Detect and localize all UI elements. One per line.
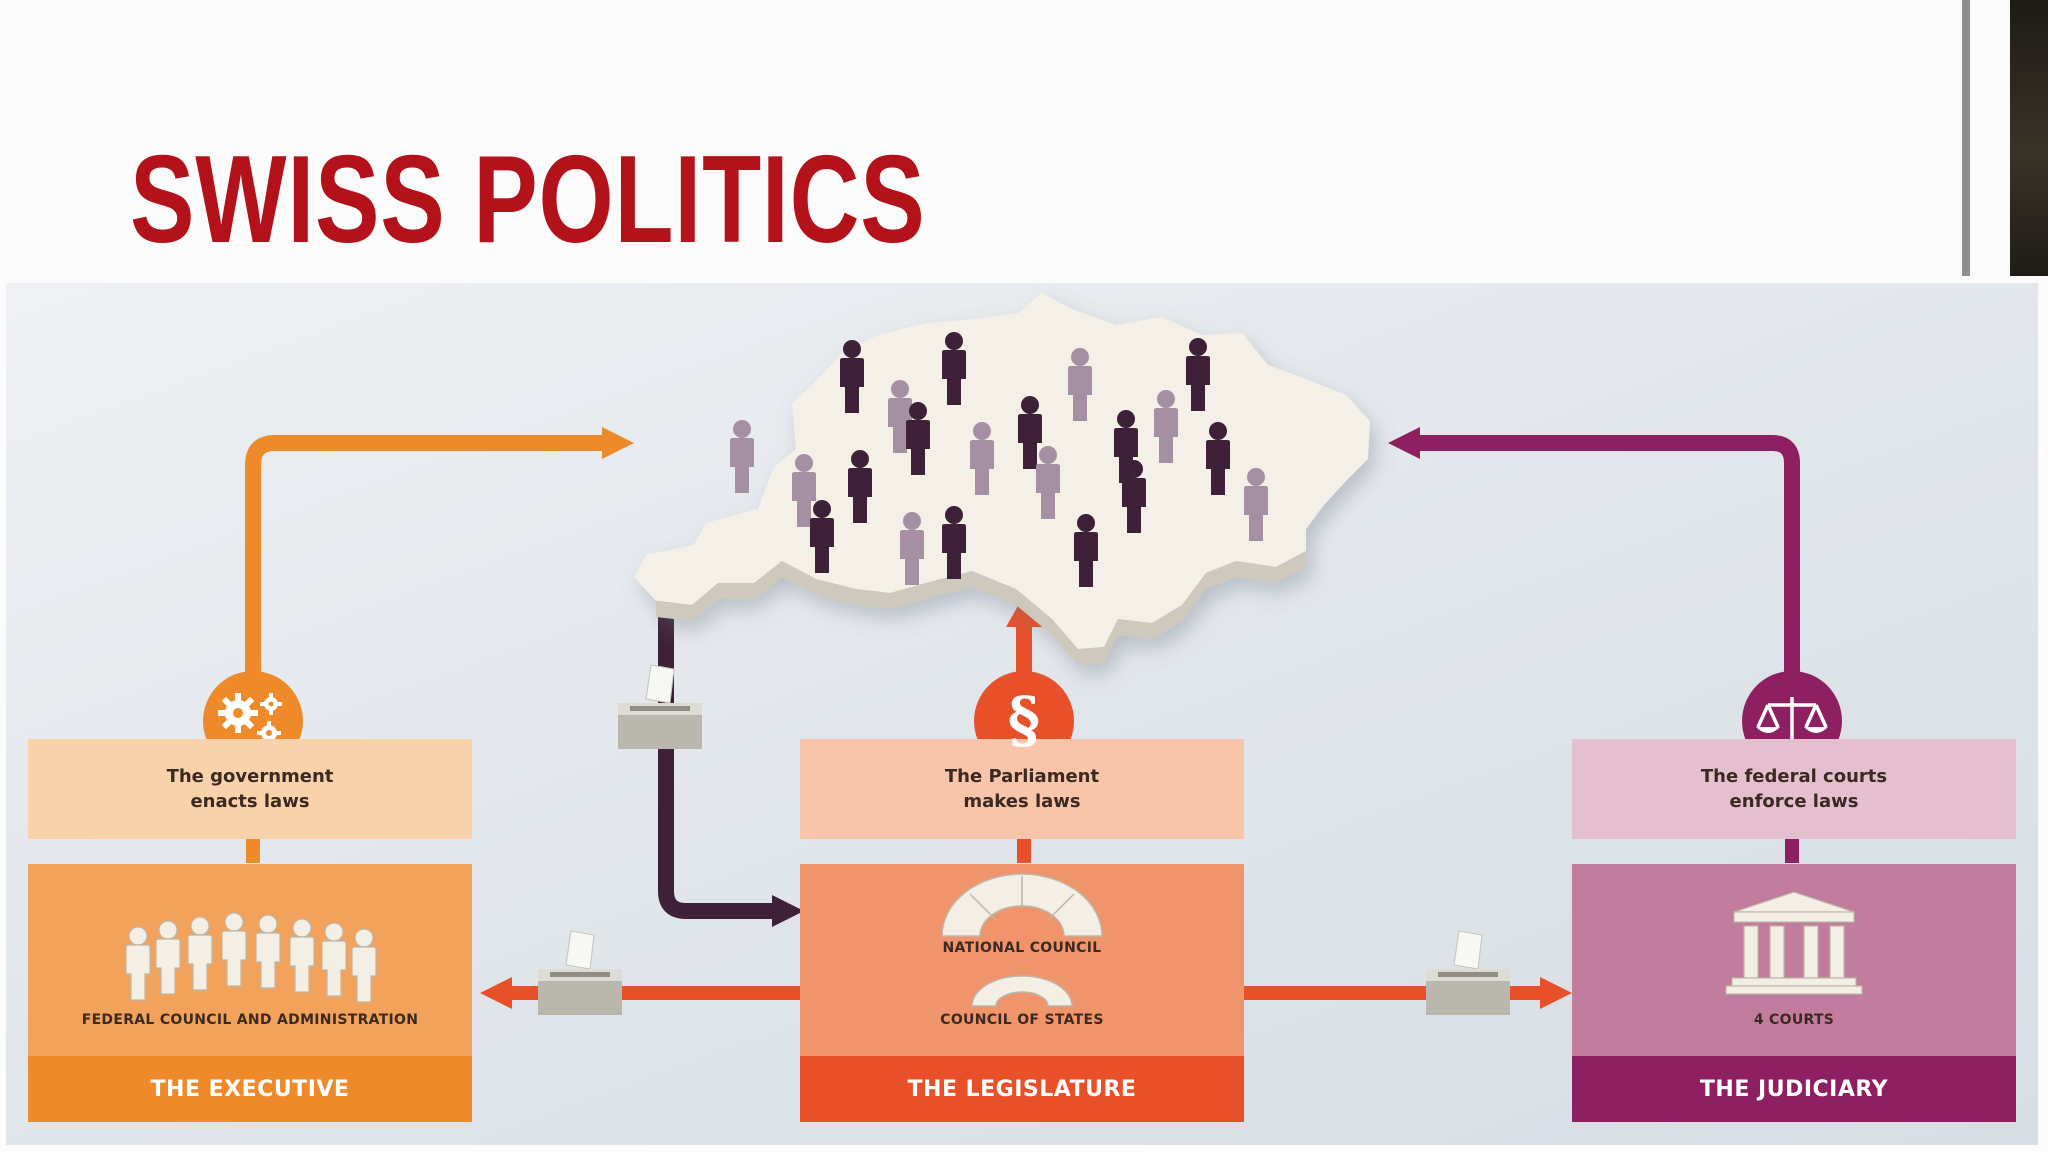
legislature-label: THE LEGISLATURE <box>800 1056 1244 1122</box>
judiciary-label: THE JUDICIARY <box>1572 1056 2016 1122</box>
judiciary-description: The federal courts enforce laws <box>1572 739 2016 839</box>
election-arrow <box>658 593 804 927</box>
executive-box: FEDERAL COUNCIL AND ADMINISTRATION THE E… <box>28 864 472 1122</box>
edge-photo-strip <box>2010 0 2048 276</box>
page-title: SWISS POLITICS <box>130 131 926 269</box>
separation-of-powers-diagram: The government enacts laws FEDERAL COUNC… <box>6 283 2038 1145</box>
ballot-box-icon <box>618 665 702 749</box>
executive-election-arrow <box>480 977 802 1009</box>
parliament-chambers-icon <box>941 873 1103 1007</box>
ballot-box-icon <box>538 931 622 1015</box>
legislature-description: The Parliament makes laws <box>800 739 1244 839</box>
ballot-box-icon <box>1426 931 1510 1015</box>
executive-label: THE EXECUTIVE <box>28 1056 472 1122</box>
courts-label: 4 COURTS <box>1753 1012 1835 1028</box>
federal-council-label: FEDERAL COUNCIL AND ADMINISTRATION <box>81 1012 419 1028</box>
executive-description: The government enacts laws <box>28 739 472 839</box>
slide-edge-bar <box>1962 0 1970 276</box>
courthouse-icon <box>1725 891 1863 995</box>
diagram-graphics <box>203 293 1842 1145</box>
officials-icon <box>125 912 377 1003</box>
legislature-box: NATIONAL COUNCIL COUNCIL OF STATES THE L… <box>800 864 1244 1122</box>
judiciary-election-arrow <box>1242 977 1572 1009</box>
judiciary-box: 4 COURTS THE JUDICIARY <box>1572 864 2016 1122</box>
paragraph-symbol: § <box>1007 682 1041 756</box>
council-of-states-label: COUNCIL OF STATES <box>940 1012 1104 1028</box>
national-council-label: NATIONAL COUNCIL <box>942 940 1102 956</box>
